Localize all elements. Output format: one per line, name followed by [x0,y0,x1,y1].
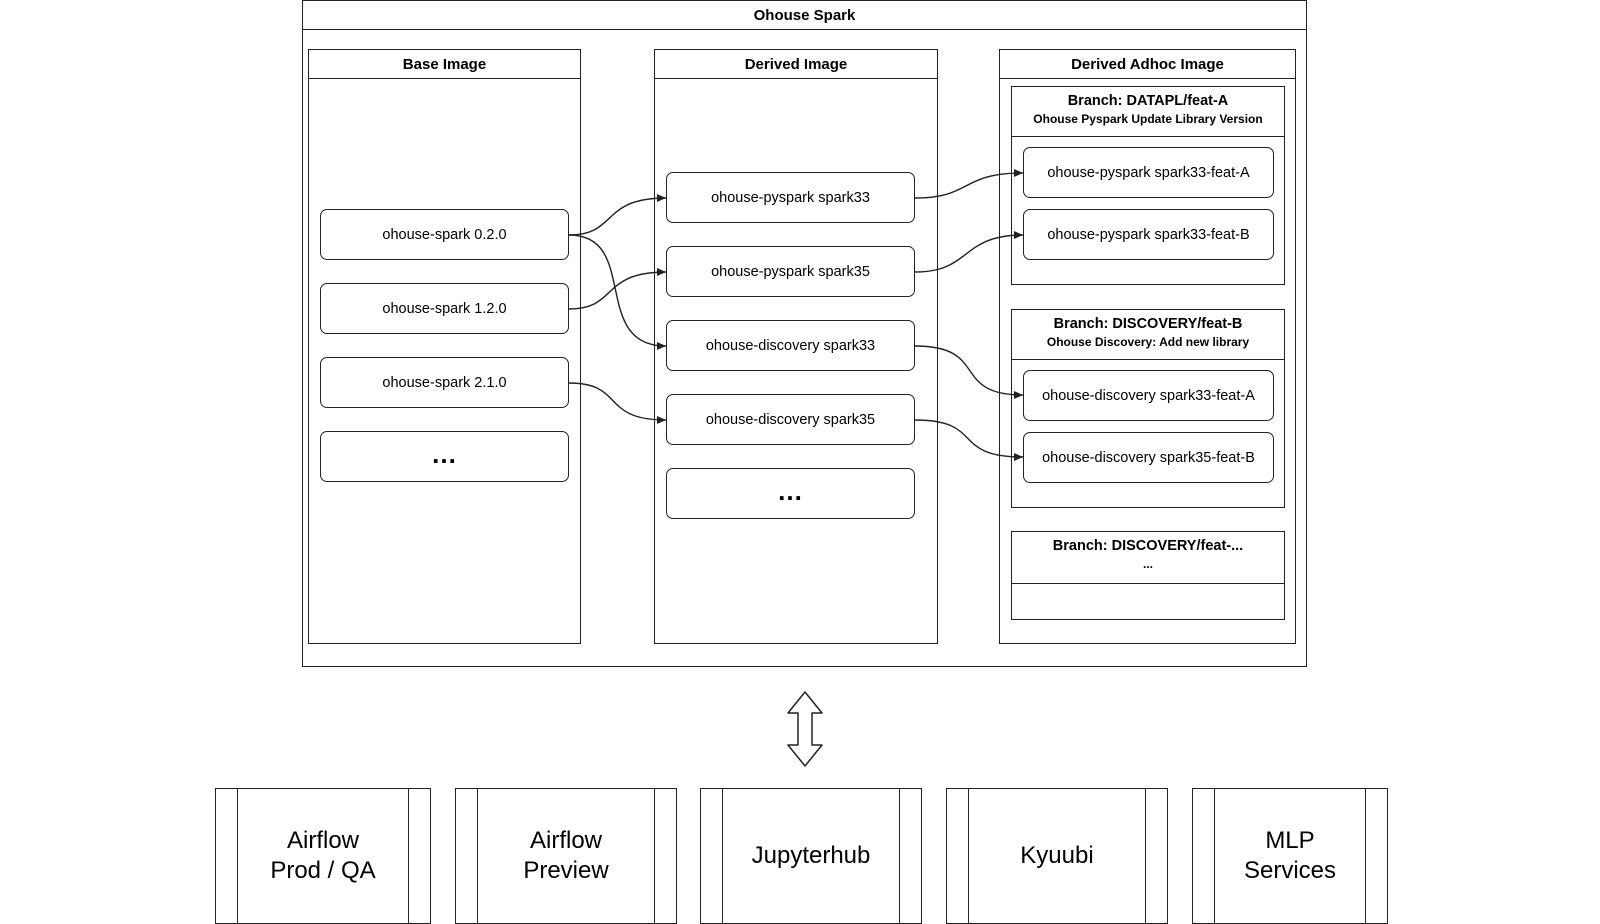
connector-arrow [568,268,667,310]
adhoc-image-item: ohouse-discovery spark35-feat-B [1023,432,1274,483]
container-title: Ohouse Spark [303,1,1306,30]
service-airflow-preview: Airflow Preview [455,788,677,924]
base-image-item: ohouse-spark 2.1.0 [320,357,569,408]
branch-subtitle: ... [1142,557,1153,571]
base-image-more: ... [320,431,569,482]
adhoc-image-item: ohouse-pyspark spark33-feat-A [1023,147,1274,198]
connector-arrow [568,382,667,424]
connector-arrow [914,419,1024,461]
derived-image-item: ohouse-discovery spark33 [666,320,915,371]
branch-title: Branch: DISCOVERY/feat-... [1052,538,1244,554]
service-mlp-services: MLP Services [1192,788,1388,924]
base-image-column: Base Image [308,49,581,644]
service-kyuubi: Kyuubi [946,788,1168,924]
derived-image-item: ohouse-pyspark spark33 [666,172,915,223]
service-label: Jupyterhub [722,789,900,923]
service-jupyterhub: Jupyterhub [700,788,922,924]
derived-image-item: ohouse-discovery spark35 [666,394,915,445]
branch-subtitle: Ohouse Discovery: Add new library [1046,335,1250,349]
adhoc-image-header: Derived Adhoc Image [1000,50,1295,79]
derived-image-item: ohouse-pyspark spark35 [666,246,915,297]
service-label: Kyuubi [968,789,1146,923]
adhoc-image-item: ohouse-pyspark spark33-feat-B [1023,209,1274,260]
base-image-item: ohouse-spark 1.2.0 [320,283,569,334]
base-image-item: ohouse-spark 0.2.0 [320,209,569,260]
connector-arrow [568,194,667,236]
branch-header: Branch: DATAPL/feat-A Ohouse Pyspark Upd… [1012,87,1284,137]
branch-header: Branch: DISCOVERY/feat-... ... [1012,532,1284,584]
derived-image-header: Derived Image [655,50,937,79]
branch-header: Branch: DISCOVERY/feat-B Ohouse Discover… [1012,310,1284,360]
service-label: Airflow Preview [477,789,655,923]
double-arrow-icon [787,691,823,767]
derived-image-more: ... [666,468,915,519]
service-label: Airflow Prod / QA [237,789,409,923]
connector-arrow [568,234,667,350]
service-label: MLP Services [1214,789,1366,923]
branch-subtitle: Ohouse Pyspark Update Library Version [1033,112,1263,126]
service-airflow-prod-qa: Airflow Prod / QA [215,788,431,924]
branch-group: Branch: DISCOVERY/feat-... ... [1011,531,1285,620]
base-image-header: Base Image [309,50,580,79]
connector-arrow [914,345,1024,399]
adhoc-image-item: ohouse-discovery spark33-feat-A [1023,370,1274,421]
connector-arrow [914,169,1024,199]
branch-title: Branch: DISCOVERY/feat-B [1053,316,1243,332]
connector-arrow [914,231,1024,273]
branch-title: Branch: DATAPL/feat-A [1067,93,1229,109]
